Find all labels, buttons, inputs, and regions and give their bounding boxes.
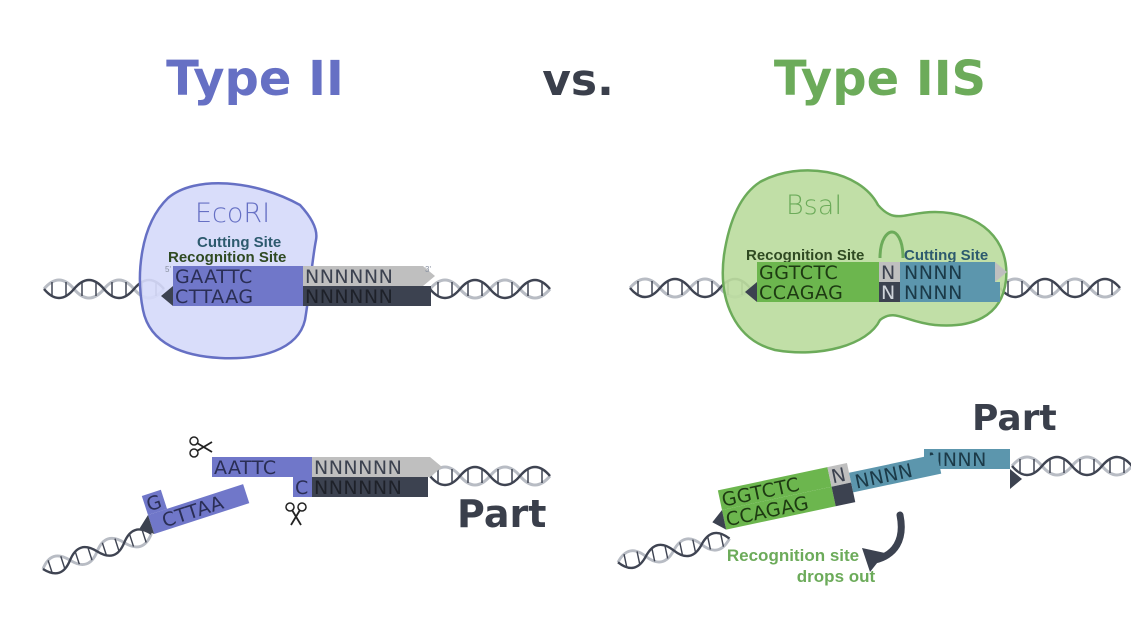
dna-helix-right	[428, 278, 552, 300]
type2s-top-n4-box	[900, 262, 995, 282]
scissors-icon	[285, 502, 307, 526]
type2-top-3end: 3'	[425, 265, 431, 274]
type2-top-n: NNNNNN	[305, 266, 393, 288]
type2s-part-top: NNNN	[928, 449, 987, 471]
type2-cut-bottom-site-box	[293, 477, 312, 497]
type2s-bottom-site: CCAGAG	[759, 282, 843, 304]
type2s-top-n1-box	[879, 262, 900, 282]
type2s-recognition-site-label: Recognition Site	[746, 247, 864, 264]
type2-cut-bottom-site: C	[295, 477, 309, 499]
drop-out-line1: Recognition site	[727, 546, 859, 565]
dna-helix-fragment	[38, 524, 156, 579]
type2s-bottom-arrow	[745, 282, 757, 302]
type2s-bottom-site-box	[757, 282, 879, 302]
type2-bottom-arrow	[161, 286, 173, 306]
type2-bottom-n: NNNNNN	[305, 286, 393, 308]
type2s-fragment: GGTCTC N CCAGAG NNNN	[712, 454, 942, 531]
scissors-icon	[189, 436, 213, 458]
type2s-part-arrow	[1010, 469, 1022, 489]
type2-top-site: GAATTC	[175, 266, 253, 288]
vs-title: vs.	[542, 55, 614, 106]
type2-top-site-box	[173, 266, 303, 286]
type2-recognition-site-label: Recognition Site	[168, 249, 286, 266]
drop-out-line2: drops out	[797, 567, 876, 586]
dna-helix-drop	[614, 528, 733, 573]
type2-bottom-site: CTTAAG	[175, 286, 254, 308]
type2s-part-top-box	[924, 449, 1010, 469]
dna-helix-part	[1010, 455, 1131, 477]
bsai-linker	[878, 230, 905, 259]
dna-helix-cut-right	[428, 465, 552, 487]
type2s-bottom-n4-box	[900, 282, 1000, 302]
type2-frag-top: G	[144, 491, 165, 517]
type2-cut-top-arrow	[430, 457, 442, 477]
type2s-frag-top-n: N	[829, 464, 848, 489]
type2-top-5end: 5'	[165, 265, 171, 274]
type2-cut-bottom-n-box	[312, 477, 428, 497]
type2-cut-top-n-box	[312, 457, 430, 477]
type2s-frag-bottom-n: NNNN	[853, 460, 915, 494]
type2s-part-label: Part	[972, 398, 1057, 439]
type2-cut-top-n: NNNNNN	[314, 457, 402, 479]
type2s-cutting-site-label: Cutting Site	[904, 247, 988, 264]
type2-top-arrow	[423, 266, 435, 286]
type2-bottom-n-box	[303, 286, 431, 306]
type2s-top-site: GGTCTC	[759, 262, 838, 284]
bsai-label: BsaI	[786, 190, 842, 221]
type2-frag-bottom: CTTAA	[159, 492, 226, 533]
curved-arrow-head-icon	[862, 548, 885, 572]
type2-title: Type II	[166, 51, 344, 107]
type2s-top-n1: N	[881, 262, 896, 284]
type2-part-label: Part	[457, 492, 546, 536]
type2-top-n-box	[303, 266, 423, 286]
dna-helix-right-s	[998, 277, 1122, 299]
type2-cut-top-site: AATTC	[214, 457, 277, 479]
bsai-enzyme	[721, 169, 1008, 354]
type2s-bottom-n1-box	[879, 282, 900, 302]
type2-cut-bottom-n: NNNNNN	[314, 477, 402, 499]
ecori-label: EcoRI	[195, 198, 270, 229]
type2s-top-site-box	[757, 262, 879, 282]
type2s-top-arrow	[995, 262, 1007, 282]
type2-cutting-site-label: Cutting Site	[197, 234, 281, 251]
type2s-bottom-n1: N	[881, 282, 896, 304]
type2s-top-n4: NNNN	[904, 262, 963, 284]
type2s-title: Type IIS	[774, 51, 986, 107]
type2-cut-top-site-box	[212, 457, 312, 477]
type2-bottom-site-box	[173, 286, 303, 306]
type2s-bottom-n4: NNNN	[904, 282, 963, 304]
